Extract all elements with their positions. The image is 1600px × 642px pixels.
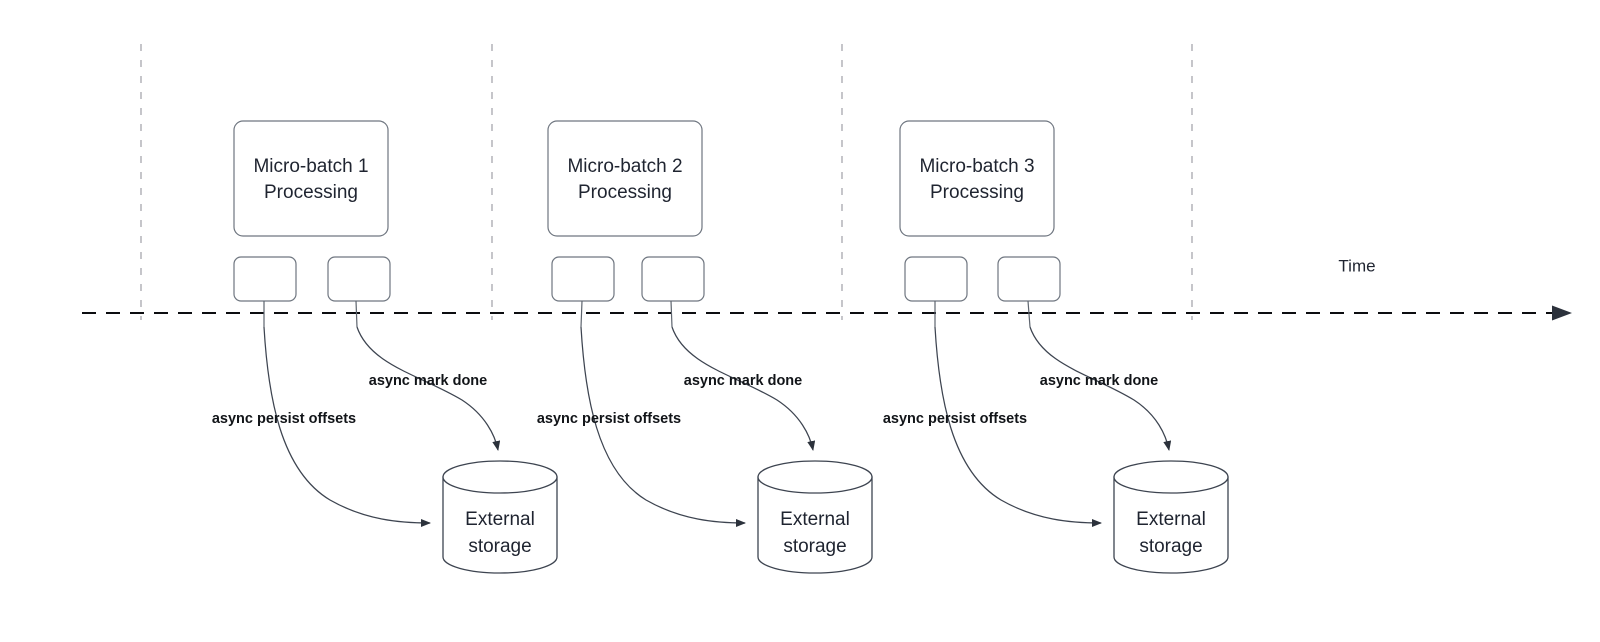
g2-mark-done-edge: [671, 326, 816, 451]
micro-batch-2-label-line2: Processing: [578, 182, 672, 203]
micro-batch-2-box[interactable]: [547, 120, 703, 237]
g1-task-b-stem: [355, 300, 358, 328]
g2-external-storage-cylinder[interactable]: External storage: [757, 460, 873, 574]
g2-persist-offsets-edge: [580, 326, 747, 527]
g1-task-box-a[interactable]: [233, 256, 297, 302]
g2-persist-offsets-label: async persist offsets: [537, 411, 681, 427]
g3-task-box-a[interactable]: [904, 256, 968, 302]
g2-task-a-stem: [580, 300, 583, 328]
g2-task-b-stem: [670, 300, 673, 328]
g2-mark-done-label: async mark done: [684, 373, 802, 389]
time-axis-label: Time: [1338, 256, 1375, 275]
g1-persist-offsets-edge: [263, 326, 432, 527]
g2-task-box-b[interactable]: [641, 256, 705, 302]
g1-mark-done-label: async mark done: [369, 373, 487, 389]
micro-batch-2-label-line1: Micro-batch 2: [567, 156, 682, 177]
g2-storage-label-line2: storage: [783, 536, 846, 557]
group-1: Micro-batch 1 Processing External storag…: [212, 120, 558, 574]
micro-batch-3-box[interactable]: [899, 120, 1055, 237]
micro-batch-3-label-line2: Processing: [930, 182, 1024, 203]
g2-task-box-a[interactable]: [551, 256, 615, 302]
g3-mark-done-edge: [1029, 326, 1172, 451]
g1-persist-offsets-label: async persist offsets: [212, 411, 356, 427]
group-2: Micro-batch 2 Processing External storag…: [537, 120, 873, 574]
g2-storage-label-line1: External: [780, 509, 850, 530]
g3-storage-label-line1: External: [1136, 509, 1206, 530]
micro-batch-1-label-line2: Processing: [264, 182, 358, 203]
g3-storage-label-line2: storage: [1139, 536, 1202, 557]
g3-external-storage-cylinder[interactable]: External storage: [1113, 460, 1229, 574]
g1-storage-label-line1: External: [465, 509, 535, 530]
arrow-right-icon: [1552, 305, 1572, 321]
micro-batch-1-label-line1: Micro-batch 1: [253, 156, 368, 177]
g1-external-storage-cylinder[interactable]: External storage: [442, 460, 558, 574]
g3-task-box-b[interactable]: [997, 256, 1061, 302]
batch-boundary-lines: [140, 44, 1193, 320]
g3-persist-offsets-label: async persist offsets: [883, 411, 1027, 427]
g1-storage-label-line2: storage: [468, 536, 531, 557]
micro-batch-1-box[interactable]: [233, 120, 389, 237]
micro-batch-3-label-line1: Micro-batch 3: [919, 156, 1034, 177]
g3-mark-done-label: async mark done: [1040, 373, 1158, 389]
group-3: Micro-batch 3 Processing External storag…: [883, 120, 1229, 574]
g1-task-box-b[interactable]: [327, 256, 391, 302]
g3-task-b-stem: [1027, 300, 1031, 328]
time-axis: Time: [82, 256, 1572, 321]
g1-mark-done-edge: [356, 326, 501, 451]
g3-persist-offsets-edge: [934, 326, 1103, 527]
